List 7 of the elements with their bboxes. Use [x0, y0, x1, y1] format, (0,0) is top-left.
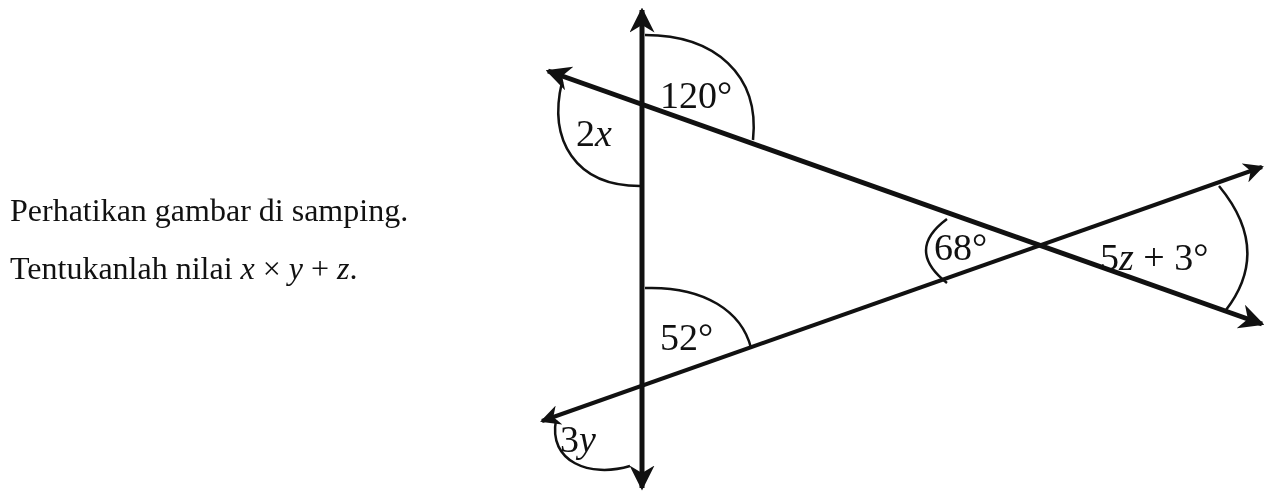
problem-text: Tentukanlah nilai x × y + z. — [10, 252, 358, 284]
angle-label: 68° — [934, 228, 988, 266]
angle-label: 52° — [660, 318, 714, 356]
angle-label: 2x — [576, 114, 612, 152]
angle-label: 3y — [560, 420, 596, 458]
problem-text: Perhatikan gambar di samping. — [10, 194, 409, 226]
angle-label: 120° — [660, 76, 733, 114]
